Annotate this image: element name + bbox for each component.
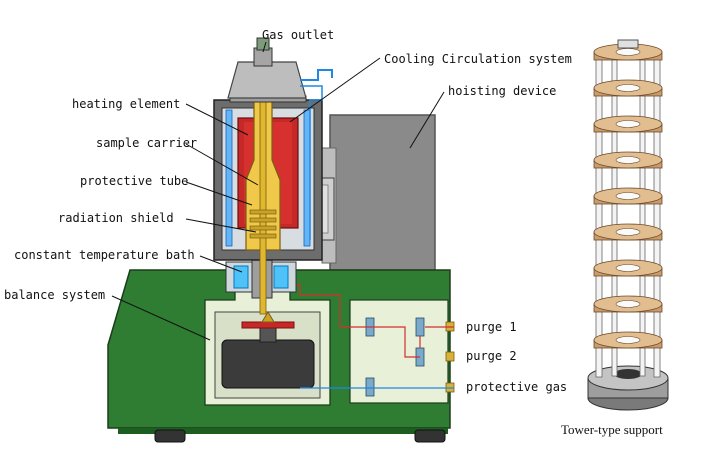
label-sample-carrier: sample carrier: [96, 136, 197, 150]
tower-ring-hole: [615, 192, 641, 200]
tower-ring-hole: [615, 120, 641, 128]
leader-lines: [111, 41, 445, 341]
tower-rings: [593, 43, 663, 349]
label-protective-tube: protective tube: [80, 174, 188, 188]
label-purge-2: purge 2: [466, 349, 517, 363]
tower-ring-hole: [615, 48, 641, 56]
label-constant-temperature-bath: constant temperature bath: [14, 248, 195, 262]
tower-ring-hole: [615, 336, 641, 344]
tower-ring-hole: [615, 84, 641, 92]
label-balance-system: balance system: [4, 288, 105, 302]
label-protective-gas: protective gas: [466, 380, 567, 394]
label-purge-1: purge 1: [466, 320, 517, 334]
tower-support: [587, 39, 669, 411]
label-heating-element: heating element: [72, 97, 180, 111]
furnace-head: [227, 37, 333, 240]
label-radiation-shield: radiation shield: [58, 211, 174, 225]
valve-panel: [272, 284, 455, 404]
label-gas-outlet: Gas outlet: [262, 28, 334, 42]
tower-ring-hole: [615, 264, 641, 272]
label-cooling: Cooling Circulation system: [384, 52, 572, 66]
tower-ring-hole: [615, 156, 641, 164]
label-hoisting-device: hoisting device: [448, 84, 556, 98]
tower-ring-hole: [615, 300, 641, 308]
tower-ring-hole: [615, 228, 641, 236]
label-tower-support: Tower-type support: [561, 422, 663, 437]
balance-chamber: [204, 289, 331, 406]
